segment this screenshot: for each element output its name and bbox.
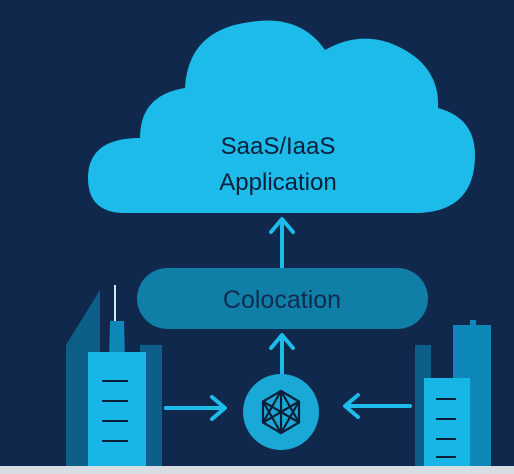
bottom-bar (0, 466, 514, 474)
right-building-icon (415, 320, 491, 474)
arrow-right-building-to-hub (343, 393, 412, 419)
cloud-shape (88, 20, 475, 213)
colocation-box (137, 268, 428, 329)
arrow-colocation-to-cloud (269, 217, 295, 270)
colocation-label: Colocation (223, 286, 341, 314)
cloud-title-line2: Application (219, 169, 336, 196)
network-hub-icon (243, 374, 319, 450)
arrow-left-building-to-hub (164, 395, 227, 421)
left-building-icon (66, 285, 162, 474)
cloud-title-line1: SaaS/IaaS (221, 133, 336, 160)
